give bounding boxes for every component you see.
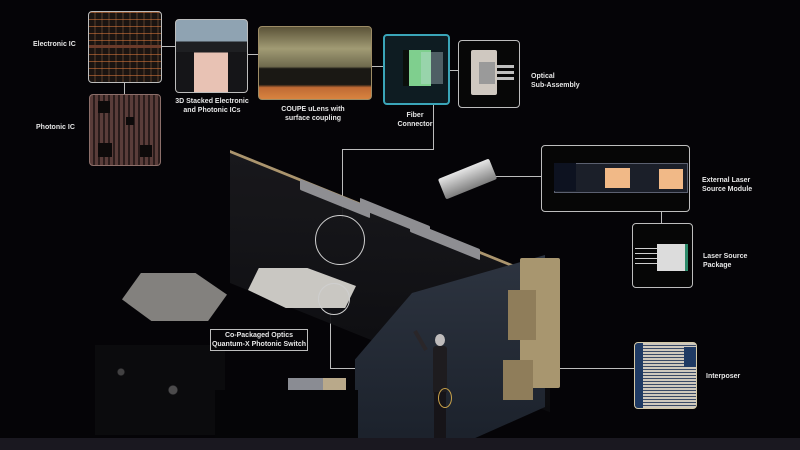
connector-line: [342, 149, 343, 219]
label-line: Package: [703, 262, 732, 269]
coupe-ulens-image: [258, 26, 372, 100]
label-optical-sub-assembly: Optical Sub-Assembly: [531, 72, 580, 90]
label-cpo-box: Co-Packaged Optics Quantum-X Photonic Sw…: [210, 329, 308, 351]
connector-line: [160, 46, 176, 47]
connector-line: [342, 149, 434, 150]
capacitor-array: [95, 345, 225, 435]
label-line: Source Module: [702, 186, 753, 193]
label-line: surface coupling: [284, 115, 341, 122]
small-module: [288, 378, 346, 390]
label-line: Laser Source: [703, 253, 748, 260]
label-coupe: COUPE uLens with surface coupling: [268, 105, 358, 123]
laser-source-package-image: [632, 223, 693, 288]
photonic-ic-image: [89, 94, 161, 166]
label-line: External Laser: [702, 177, 751, 184]
external-laser-module-image: [541, 145, 690, 212]
connector-line: [661, 210, 662, 223]
connector-line: [370, 66, 383, 67]
bracket-plate-upper: [508, 290, 536, 340]
stage-floor: [0, 438, 800, 450]
bracket-plate-lower: [503, 360, 533, 400]
label-line: Connector: [397, 121, 433, 128]
label-electronic-ic: Electronic IC: [33, 41, 76, 48]
presenter: [413, 328, 452, 440]
label-line: 3D Stacked Electronic: [175, 98, 249, 105]
connector-line: [330, 312, 331, 368]
interposer-image: [634, 342, 697, 409]
label-photonic-ic: Photonic IC: [36, 124, 75, 131]
zoom-highlight-circle: [318, 283, 350, 315]
label-laser-source-package: Laser Source Package: [703, 252, 747, 270]
pluggable-laser-module: [437, 158, 498, 200]
optical-sub-assembly-image: [458, 40, 520, 108]
label-line: Fiber: [406, 112, 424, 119]
fiber-connector-image: [383, 34, 450, 105]
connector-line: [446, 70, 458, 71]
connector-line: [433, 101, 434, 149]
label-line: Co-Packaged Optics: [224, 332, 294, 339]
label-line: Quantum-X Photonic Switch: [211, 341, 307, 348]
label-external-laser: External Laser Source Module: [702, 176, 752, 194]
label-line: COUPE uLens with: [281, 106, 345, 113]
label-interposer: Interposer: [706, 373, 741, 380]
electronic-ic-image: [88, 11, 162, 83]
label-line: and Photonic ICs: [183, 107, 241, 114]
connector-line: [124, 81, 125, 94]
connector-line: [246, 54, 258, 55]
connector-line: [495, 176, 541, 177]
label-line: Optical: [531, 73, 555, 80]
left-switch-chip: [122, 273, 227, 321]
label-line: Sub-Assembly: [531, 82, 580, 89]
label-3d-stacked: 3D Stacked Electronic and Photonic ICs: [168, 97, 256, 115]
label-fiber-connector: Fiber Connector: [390, 111, 440, 129]
zoom-highlight-circle: [315, 215, 365, 265]
stacked-ic-image: [175, 19, 248, 93]
podium: [215, 390, 358, 438]
